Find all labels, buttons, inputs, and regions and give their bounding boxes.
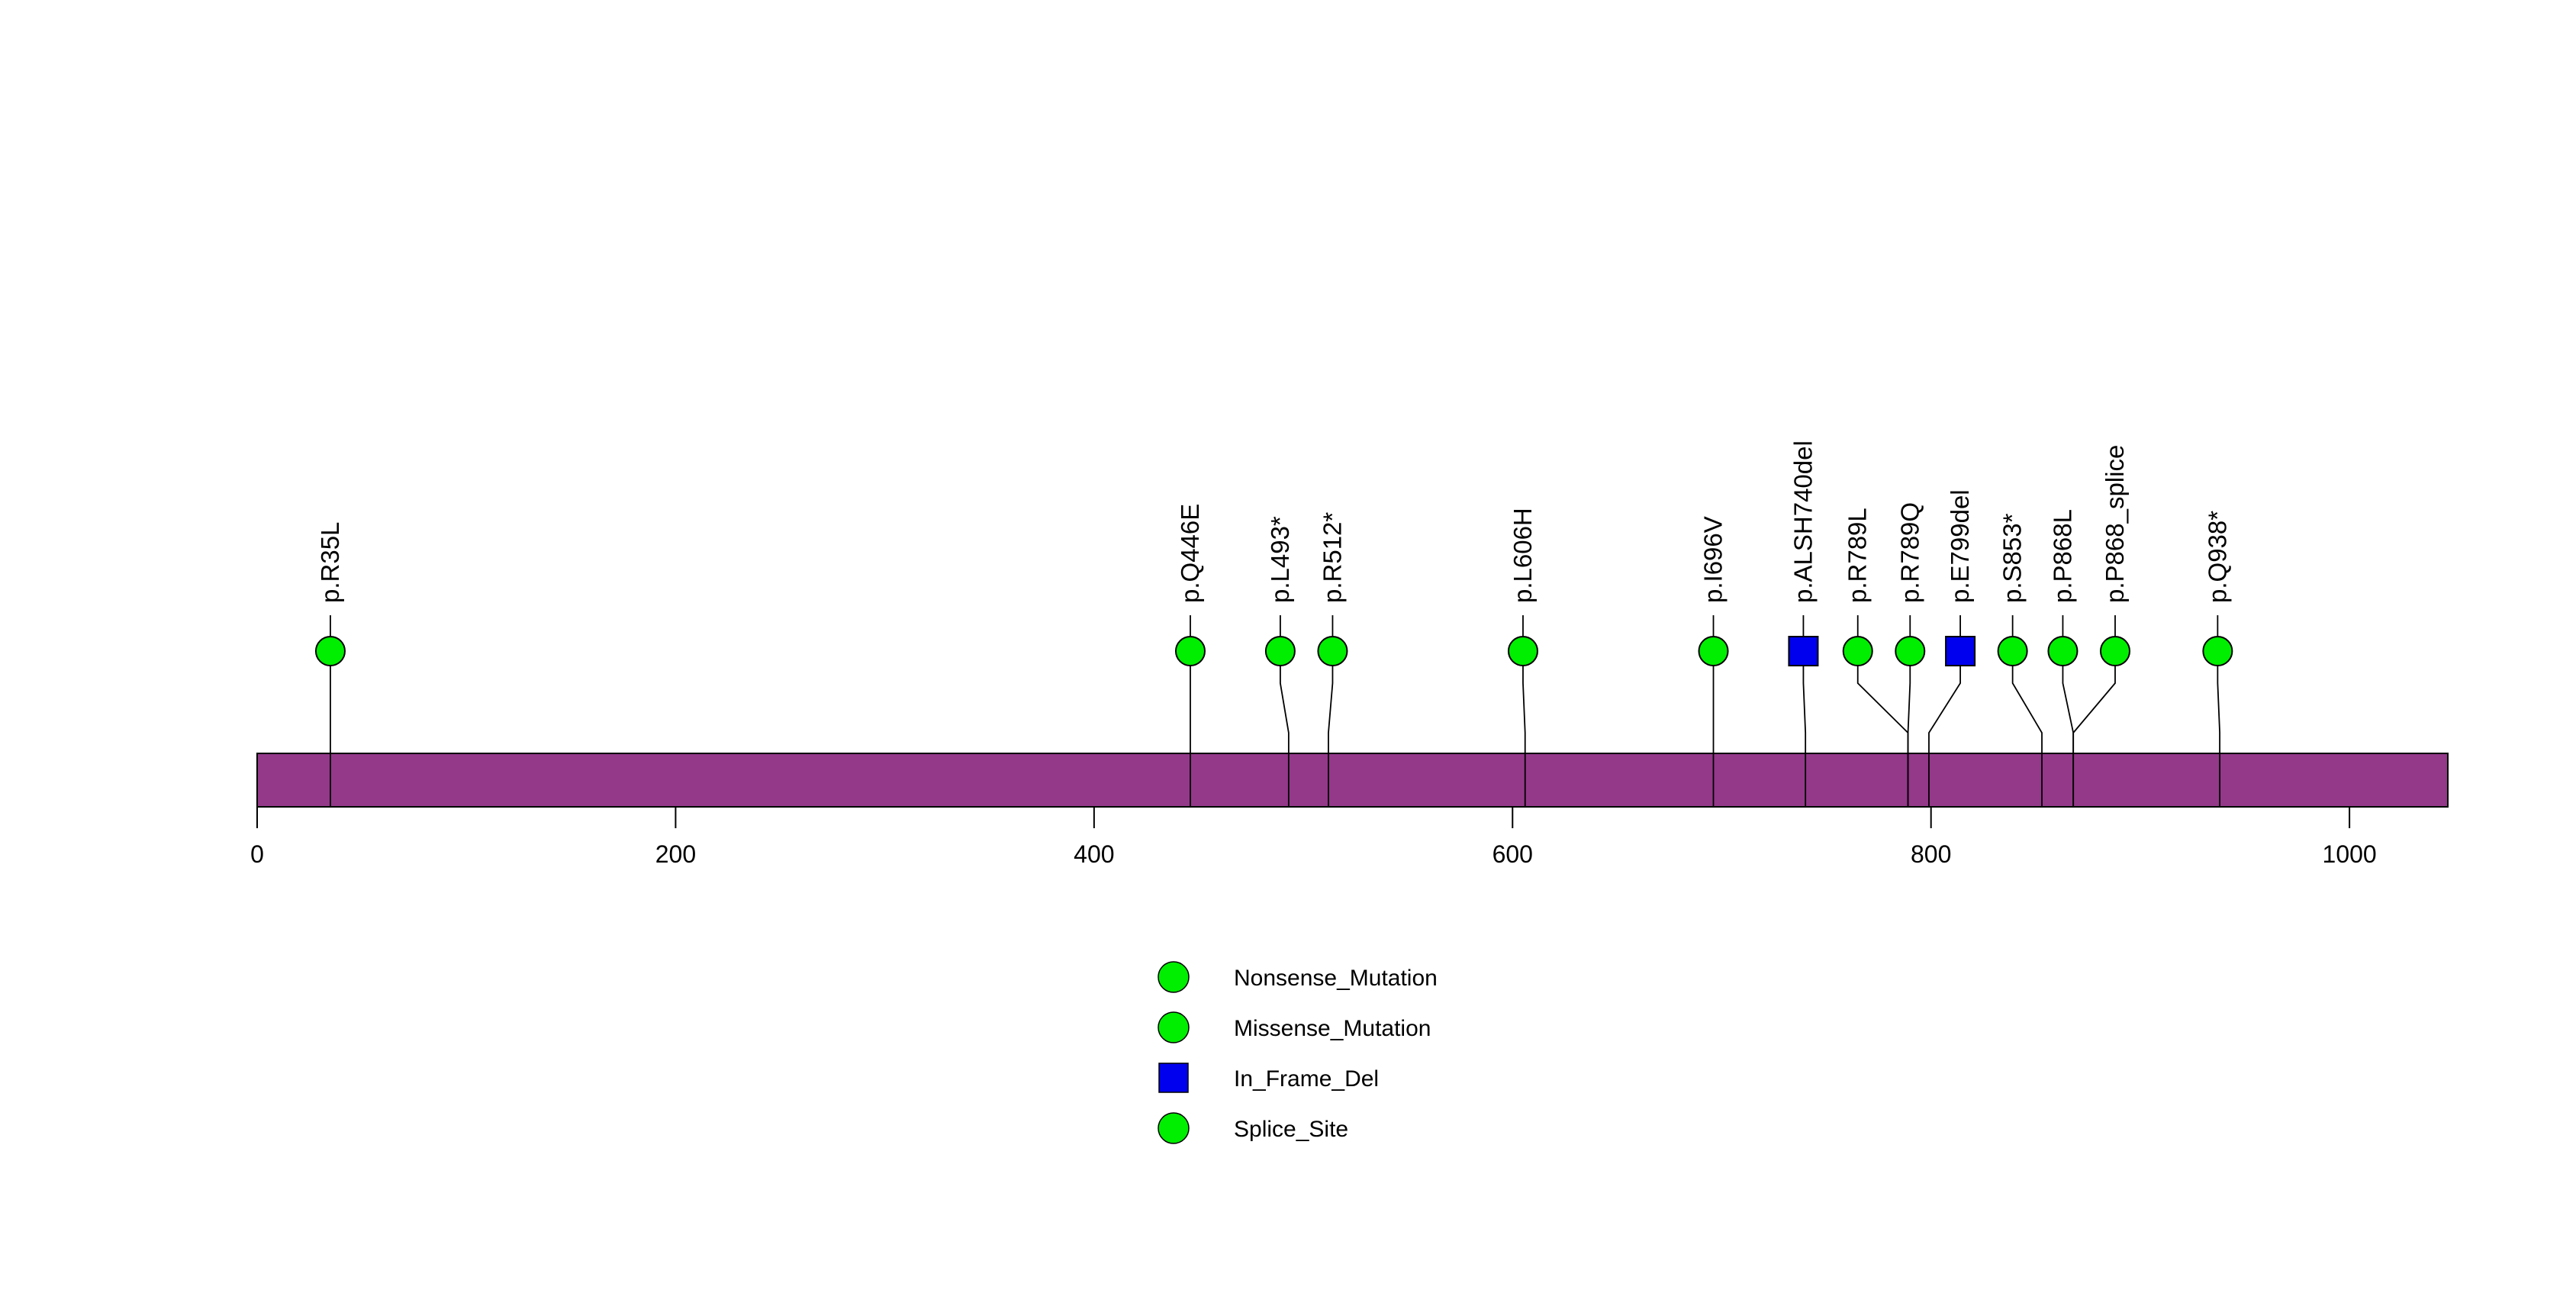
- legend-marker-circle: [1158, 1112, 1190, 1144]
- mutation-label: p.I696V: [1699, 516, 1728, 603]
- legend-label: Nonsense_Mutation: [1234, 966, 1438, 991]
- legend-marker-circle: [1158, 1011, 1190, 1043]
- mutation-label: p.L493*: [1266, 516, 1294, 603]
- mutation-label: p.Q938*: [2203, 511, 2231, 603]
- legend-label: In_Frame_Del: [1234, 1066, 1379, 1092]
- mutation-label: p.P868L: [2048, 509, 2076, 603]
- mutation-marker-square: [1945, 636, 1976, 666]
- mutation-marker-circle: [1895, 636, 1926, 666]
- axis-tick-label: 1000: [2323, 840, 2377, 868]
- axis-tick-label: 800: [1911, 840, 1951, 868]
- protein-bar: [256, 753, 2449, 808]
- mutation-marker-circle: [1997, 636, 2028, 666]
- mutation-marker-circle: [1842, 636, 1873, 666]
- mutation-label: p.R35L: [316, 522, 344, 603]
- axis-tick-label: 200: [655, 840, 696, 868]
- mutation-marker-circle: [1174, 636, 1206, 666]
- legend-marker-square: [1158, 1063, 1189, 1093]
- mutation-marker-circle: [1264, 636, 1296, 666]
- axis-tick-label: 0: [250, 840, 264, 868]
- mutation-label: p.P868_splice: [2101, 445, 2129, 603]
- legend-label: Splice_Site: [1234, 1117, 1348, 1142]
- mutation-label: p.S853*: [1998, 513, 2027, 603]
- mutation-marker-circle: [314, 636, 346, 666]
- mutation-label: p.L606H: [1509, 508, 1537, 603]
- mutation-label: p.R789Q: [1895, 502, 1924, 603]
- mutation-marker-square: [1788, 636, 1819, 666]
- mutation-label: p.ALSH740del: [1789, 440, 1817, 603]
- legend-label: Missense_Mutation: [1234, 1016, 1431, 1041]
- axis-tick-label: 600: [1492, 840, 1533, 868]
- mutation-label: p.E799del: [1946, 489, 1974, 603]
- legend-marker-circle: [1158, 961, 1190, 993]
- mutation-label: p.R512*: [1318, 512, 1346, 603]
- axis-tick-label: 400: [1074, 840, 1114, 868]
- mutation-label: p.R789L: [1843, 508, 1872, 603]
- mutation-marker-circle: [1698, 636, 1729, 666]
- mutation-marker-circle: [2202, 636, 2233, 666]
- mutation-marker-circle: [2047, 636, 2079, 666]
- mutation-marker-circle: [1507, 636, 1538, 666]
- mutation-marker-circle: [2100, 636, 2131, 666]
- mutation-marker-circle: [1317, 636, 1348, 666]
- mutation-label: p.Q446E: [1176, 504, 1204, 603]
